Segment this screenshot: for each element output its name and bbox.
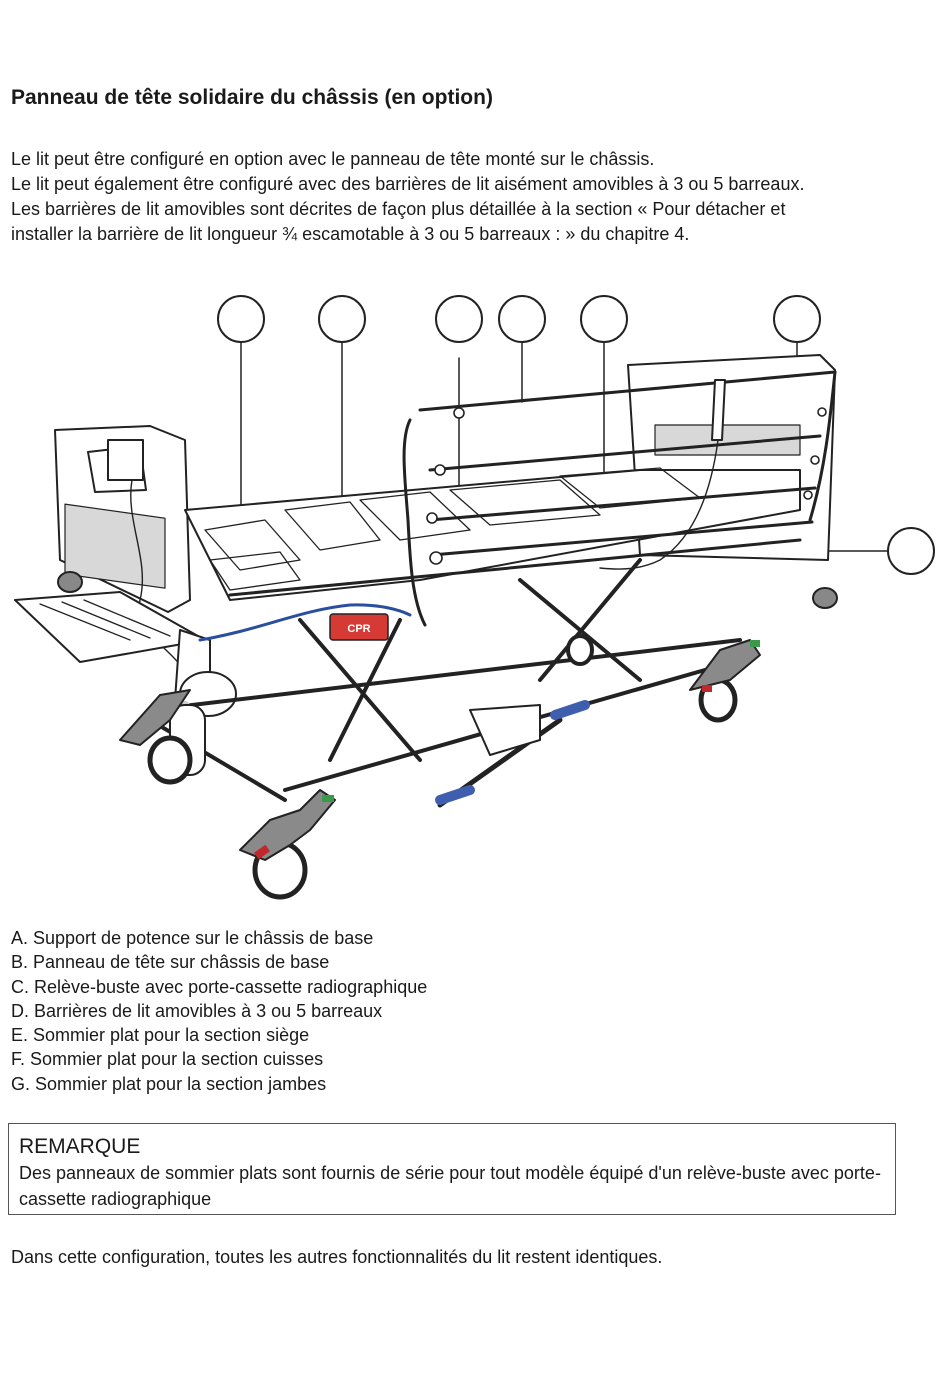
legend-item: A. Support de potence sur le châssis de … (11, 928, 374, 948)
legend-item: F. Sommier plat pour la section cuisses (11, 1049, 324, 1070)
legend-item: B. Panneau de tête sur châssis de base (11, 952, 330, 973)
note-title: REMARQUE (19, 1135, 141, 1158)
intro-line: Le lit peut être configuré en option ave… (11, 149, 655, 169)
callout-circle (773, 295, 821, 343)
callout-circle (217, 295, 265, 343)
note-text: Des panneaux de sommier plats sont fourn… (19, 1163, 881, 1209)
legend-list: A. Support de potence sur le châssis de … (11, 926, 427, 1096)
callout-circle (580, 295, 628, 343)
note-box: REMARQUE Des panneaux de sommier plats s… (8, 1123, 896, 1215)
legend-item: G. Sommier plat pour la section jambes (11, 1073, 327, 1094)
cpr-label: CPR (347, 623, 370, 635)
bed-illustration: CPR (14, 295, 935, 900)
intro-paragraph: Le lit peut être configuré en option ave… (11, 147, 941, 247)
legend-item: C. Relève-buste avec porte-cassette radi… (11, 976, 428, 997)
intro-line: Le lit peut également être configuré ave… (11, 174, 805, 194)
section-title: Panneau de tête solidaire du châssis (en… (11, 86, 493, 109)
callout-circle (318, 295, 366, 343)
cpr-handle: CPR (329, 613, 389, 641)
callout-circle (887, 527, 935, 575)
legend-item: E. Sommier plat pour la section siège (11, 1025, 310, 1046)
intro-line: Les barrières de lit amovibles sont décr… (11, 199, 786, 219)
closing-paragraph: Dans cette configuration, toutes les aut… (11, 1247, 663, 1267)
callout-circle (498, 295, 546, 343)
legend-item: D. Barrières de lit amovibles à 3 ou 5 b… (11, 1000, 383, 1021)
callout-circle (435, 295, 483, 343)
intro-line: installer la barrière de lit longueur ¾ … (11, 224, 690, 244)
